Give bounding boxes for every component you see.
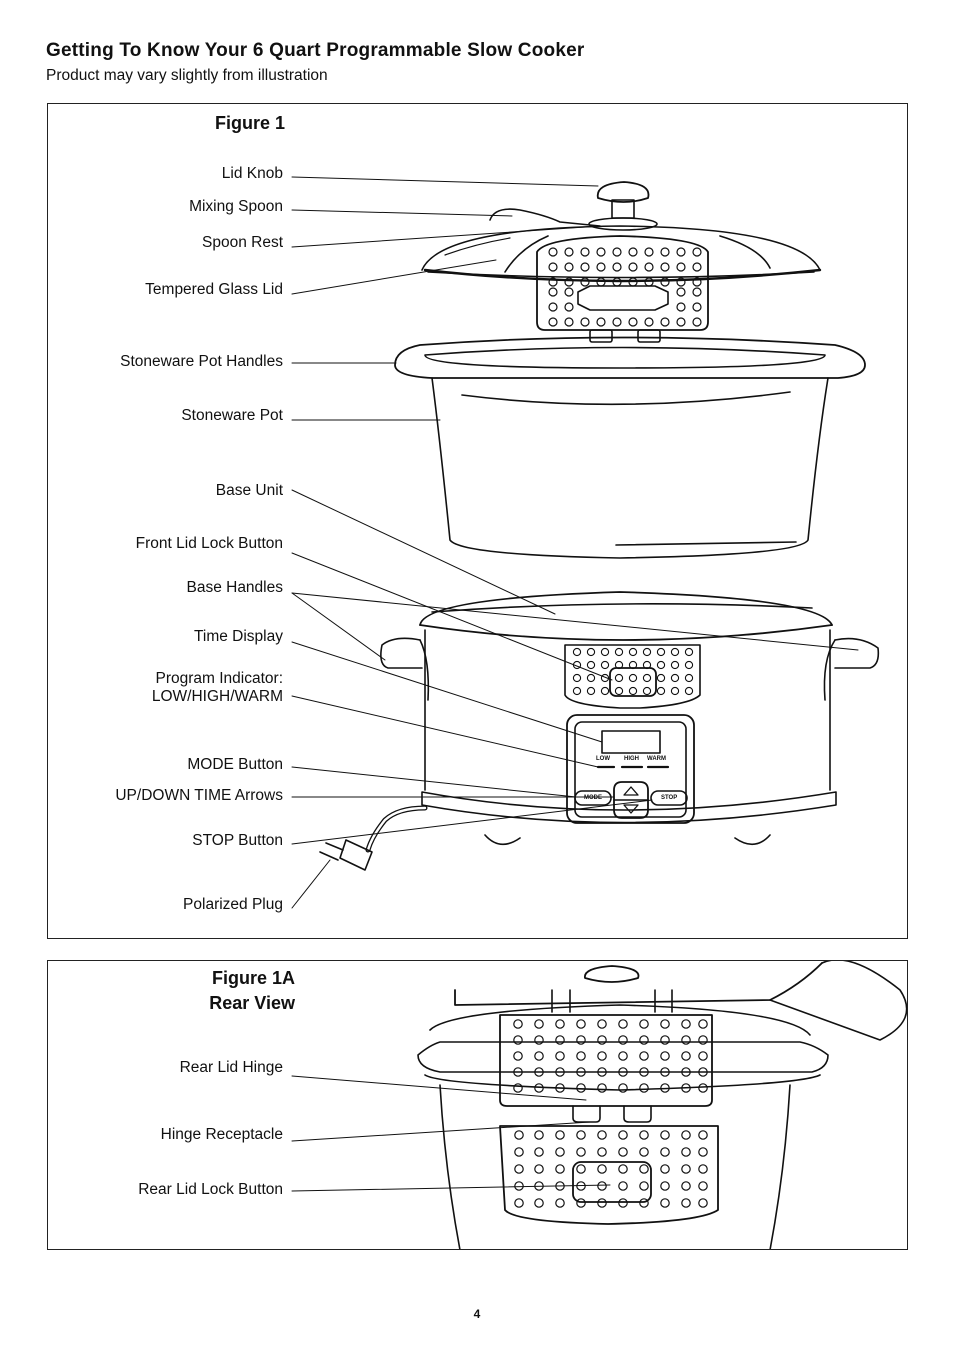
stoneware-pot — [394, 336, 866, 559]
label-program-indicator-modes: LOW/HIGH/WARM — [151, 688, 283, 705]
base-unit — [380, 591, 880, 846]
high-indicator-label: HIGH — [624, 756, 639, 762]
rear-view-illustration — [417, 961, 907, 1249]
time-display — [601, 730, 661, 754]
rear-lid-lock-button — [572, 1161, 652, 1203]
figure-1-title: Figure 1 — [215, 113, 286, 133]
figure-1a-leader-lines — [291, 1075, 611, 1192]
stop-button-shape — [650, 790, 688, 806]
label-spoon-rest: Spoon Rest — [202, 234, 283, 251]
label-polarized-plug: Polarized Plug — [183, 896, 283, 913]
spoon-rest-clip — [536, 235, 709, 343]
figure-1-leader-lines — [291, 176, 859, 909]
label-hinge-receptacle: Hinge Receptacle — [160, 1126, 283, 1143]
figure-1a-subtitle: Rear View — [209, 993, 295, 1013]
label-base-unit: Base Unit — [215, 482, 283, 499]
label-base-handles: Base Handles — [186, 579, 283, 596]
label-stoneware-pot: Stoneware Pot — [181, 407, 283, 424]
clip-vents — [548, 247, 702, 327]
label-program-indicator: Program Indicator: — [155, 670, 284, 687]
label-front-lid-lock-button: Front Lid Lock Button — [135, 535, 283, 552]
label-stoneware-pot-handles: Stoneware Pot Handles — [120, 353, 283, 370]
page-title: Getting To Know Your 6 Quart Programmabl… — [46, 40, 585, 61]
stop-button[interactable]: STOP — [661, 795, 678, 801]
label-rear-lid-hinge: Rear Lid Hinge — [179, 1059, 283, 1076]
figure-1a-panel — [47, 960, 908, 1250]
mode-button-shape — [574, 790, 612, 806]
figure-1a-title: Figure 1A — [211, 968, 295, 988]
page-subtitle: Product may vary slightly from illustrat… — [46, 67, 328, 84]
label-mode-button: MODE Button — [187, 756, 283, 773]
warm-indicator-label: WARM — [647, 756, 666, 762]
up-down-arrows — [613, 781, 649, 819]
label-lid-knob: Lid Knob — [221, 165, 283, 182]
label-tempered-glass-lid: Tempered Glass Lid — [145, 281, 283, 298]
low-indicator-label: LOW — [596, 756, 610, 762]
mode-button[interactable]: MODE — [584, 795, 602, 801]
figure-1-panel — [47, 103, 908, 939]
mixing-spoon-icon — [489, 208, 601, 227]
label-time-display: Time Display — [194, 628, 283, 645]
label-mixing-spoon: Mixing Spoon — [189, 198, 283, 215]
front-lid-lock-button — [609, 667, 657, 697]
label-up-down-time-arrows: UP/DOWN TIME Arrows — [115, 787, 283, 804]
label-stop-button: STOP Button — [192, 832, 283, 849]
polarized-plug-icon — [319, 805, 428, 871]
lid-knob-icon — [588, 181, 658, 231]
label-rear-lid-lock-button: Rear Lid Lock Button — [138, 1181, 283, 1198]
page-number: 4 — [473, 1307, 481, 1321]
